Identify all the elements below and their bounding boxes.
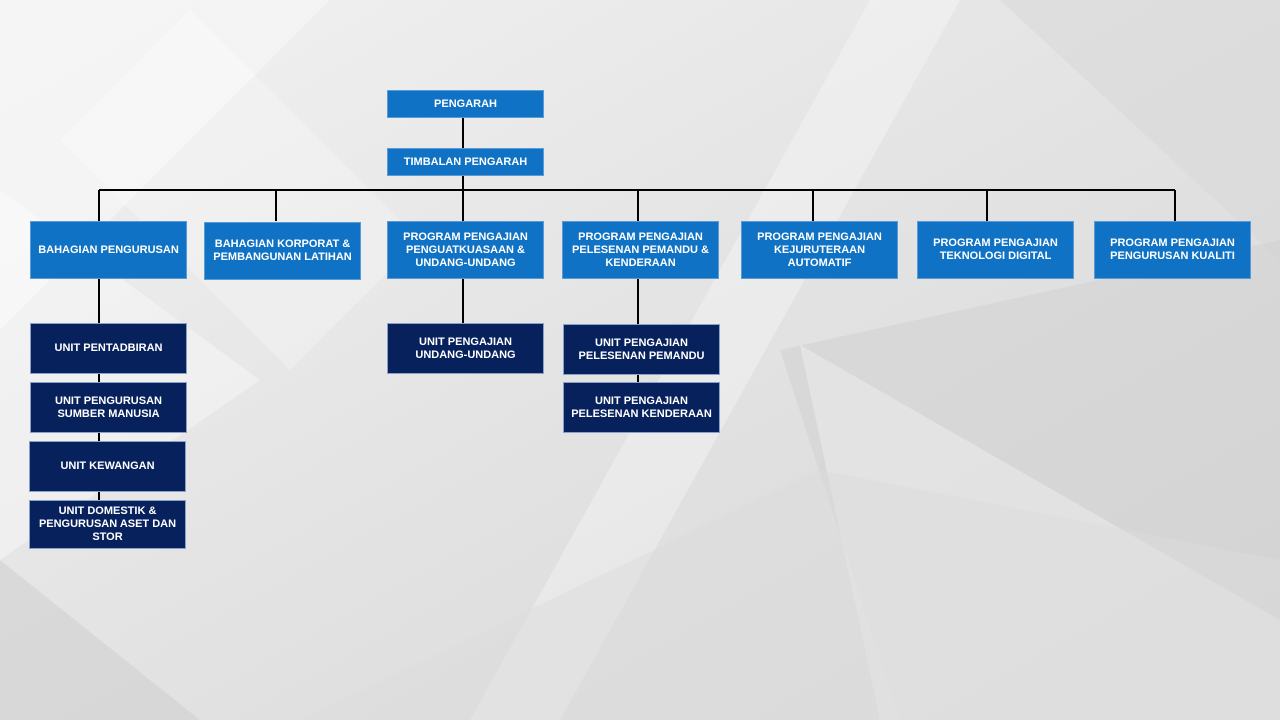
unit-label: UNIT DOMESTIK & PENGURUSAN ASET DAN STOR	[38, 505, 177, 543]
unit-label: UNIT PENTADBIRAN	[54, 342, 163, 354]
division-label: PROGRAM PENGAJIAN PENGUATKUASAAN & UNDAN…	[403, 230, 528, 269]
division-label: PROGRAM PENGAJIAN KEJURUTERAAN AUTOMATIF	[757, 230, 882, 269]
deputy-label: TIMBALAN PENGARAH	[403, 155, 528, 168]
box-unit-undang-undang: UNIT PENGAJIAN UNDANG-UNDANG	[387, 323, 544, 374]
unit-label: UNIT PENGAJIAN PELESENAN KENDERAAN	[571, 394, 712, 420]
box-division-3: PROGRAM PENGAJIAN PENGUATKUASAAN & UNDAN…	[387, 221, 544, 279]
box-division-7: PROGRAM PENGAJIAN PENGURUSAN KUALITI	[1094, 221, 1251, 279]
division-label: BAHAGIAN KORPORAT & PEMBANGUNAN LATIHAN	[213, 238, 352, 263]
box-division-6: PROGRAM PENGAJIAN TEKNOLOGI DIGITAL	[917, 221, 1074, 279]
division-label: PROGRAM PENGAJIAN PENGURUSAN KUALITI	[1110, 237, 1235, 262]
box-unit-pelesenan-pemandu: UNIT PENGAJIAN PELESENAN PEMANDU	[563, 324, 720, 375]
box-division-1: BAHAGIAN PENGURUSAN	[30, 221, 187, 279]
director-label: PENGARAH	[434, 97, 497, 110]
division-label: BAHAGIAN PENGURUSAN	[38, 243, 179, 256]
unit-label: UNIT KEWANGAN	[60, 460, 155, 472]
box-unit-pentadbiran: UNIT PENTADBIRAN	[30, 323, 187, 374]
division-label: PROGRAM PENGAJIAN TEKNOLOGI DIGITAL	[933, 237, 1058, 262]
unit-label: UNIT PENGAJIAN UNDANG-UNDANG	[415, 335, 516, 361]
box-director: PENGARAH	[387, 90, 544, 118]
box-division-2: BAHAGIAN KORPORAT & PEMBANGUNAN LATIHAN	[204, 222, 361, 280]
unit-label: UNIT PENGAJIAN PELESENAN PEMANDU	[578, 336, 705, 362]
unit-label: UNIT PENGURUSAN SUMBER MANUSIA	[55, 394, 162, 420]
division-label: PROGRAM PENGAJIAN PELESENAN PEMANDU & KE…	[572, 230, 709, 269]
box-division-5: PROGRAM PENGAJIAN KEJURUTERAAN AUTOMATIF	[741, 221, 898, 279]
box-unit-domestik: UNIT DOMESTIK & PENGURUSAN ASET DAN STOR	[29, 500, 186, 549]
box-deputy-director: TIMBALAN PENGARAH	[387, 148, 544, 176]
box-unit-pelesenan-kenderaan: UNIT PENGAJIAN PELESENAN KENDERAAN	[563, 382, 720, 433]
box-unit-sumber-manusia: UNIT PENGURUSAN SUMBER MANUSIA	[30, 382, 187, 433]
box-unit-kewangan: UNIT KEWANGAN	[29, 441, 186, 492]
box-division-4: PROGRAM PENGAJIAN PELESENAN PEMANDU & KE…	[562, 221, 719, 279]
